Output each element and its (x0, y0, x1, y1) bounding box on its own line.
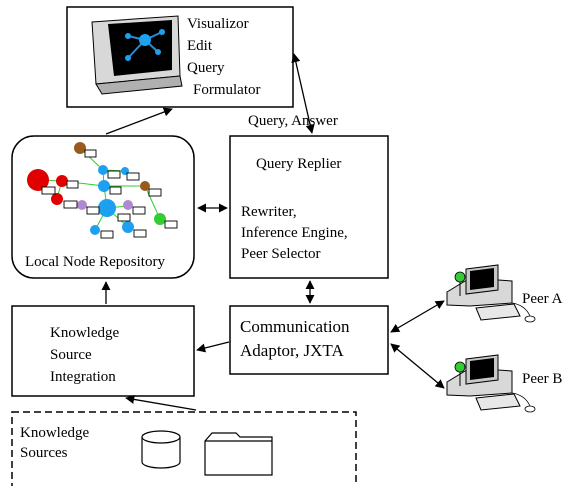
peer-a-computer-icon (446, 264, 536, 323)
comm-adaptor-label-2: Adaptor, JXTA (240, 341, 344, 360)
visualizer-label-2: Edit (187, 38, 212, 54)
query-replier-item-2: Inference Engine, (241, 225, 348, 241)
peer-a-label: Peer A (522, 291, 563, 307)
knowledge-sources-box (11, 411, 357, 491)
arrow-visualizer-query-replier (291, 53, 315, 134)
query-replier-item-3: Peer Selector (241, 246, 321, 262)
visualizer-label-3: Query (187, 60, 225, 76)
arrow-comm-adaptor-peer-a (390, 300, 445, 333)
visualizer-label-1: Visualizor (187, 16, 249, 32)
integration-label-3: Integration (50, 369, 116, 385)
database-icon (141, 430, 181, 469)
folder-icon (204, 432, 273, 476)
integration-label-1: Knowledge (50, 325, 120, 341)
query-replier-title: Query Replier (256, 156, 342, 172)
query-replier-item-1: Rewriter, (241, 204, 297, 220)
arrow-comm-adaptor-peer-b (390, 343, 445, 389)
knowledge-source-integration-box (11, 305, 195, 397)
arrow-repository-to-visualizer (105, 107, 173, 135)
peer-b-computer-icon (446, 354, 536, 413)
query-replier-box (229, 135, 389, 279)
local-node-repository-label: Local Node Repository (25, 254, 165, 270)
integration-label-2: Source (50, 347, 92, 363)
visualizer-monitor-icon (91, 15, 183, 95)
knowledge-sources-label-1: Knowledge (20, 425, 90, 441)
knowledge-sources-label-2: Sources (20, 445, 68, 461)
visualizer-label-4: Formulator (193, 82, 261, 98)
arrow-comm-adaptor-to-integration (196, 341, 230, 353)
comm-adaptor-label-1: Communication (240, 317, 350, 336)
peer-b-label: Peer B (522, 371, 563, 387)
node-graph (27, 142, 178, 239)
communication-adaptor-box (229, 305, 389, 375)
query-answer-label: Query, Answer (248, 113, 338, 129)
arrow-sources-to-integration (125, 394, 197, 411)
